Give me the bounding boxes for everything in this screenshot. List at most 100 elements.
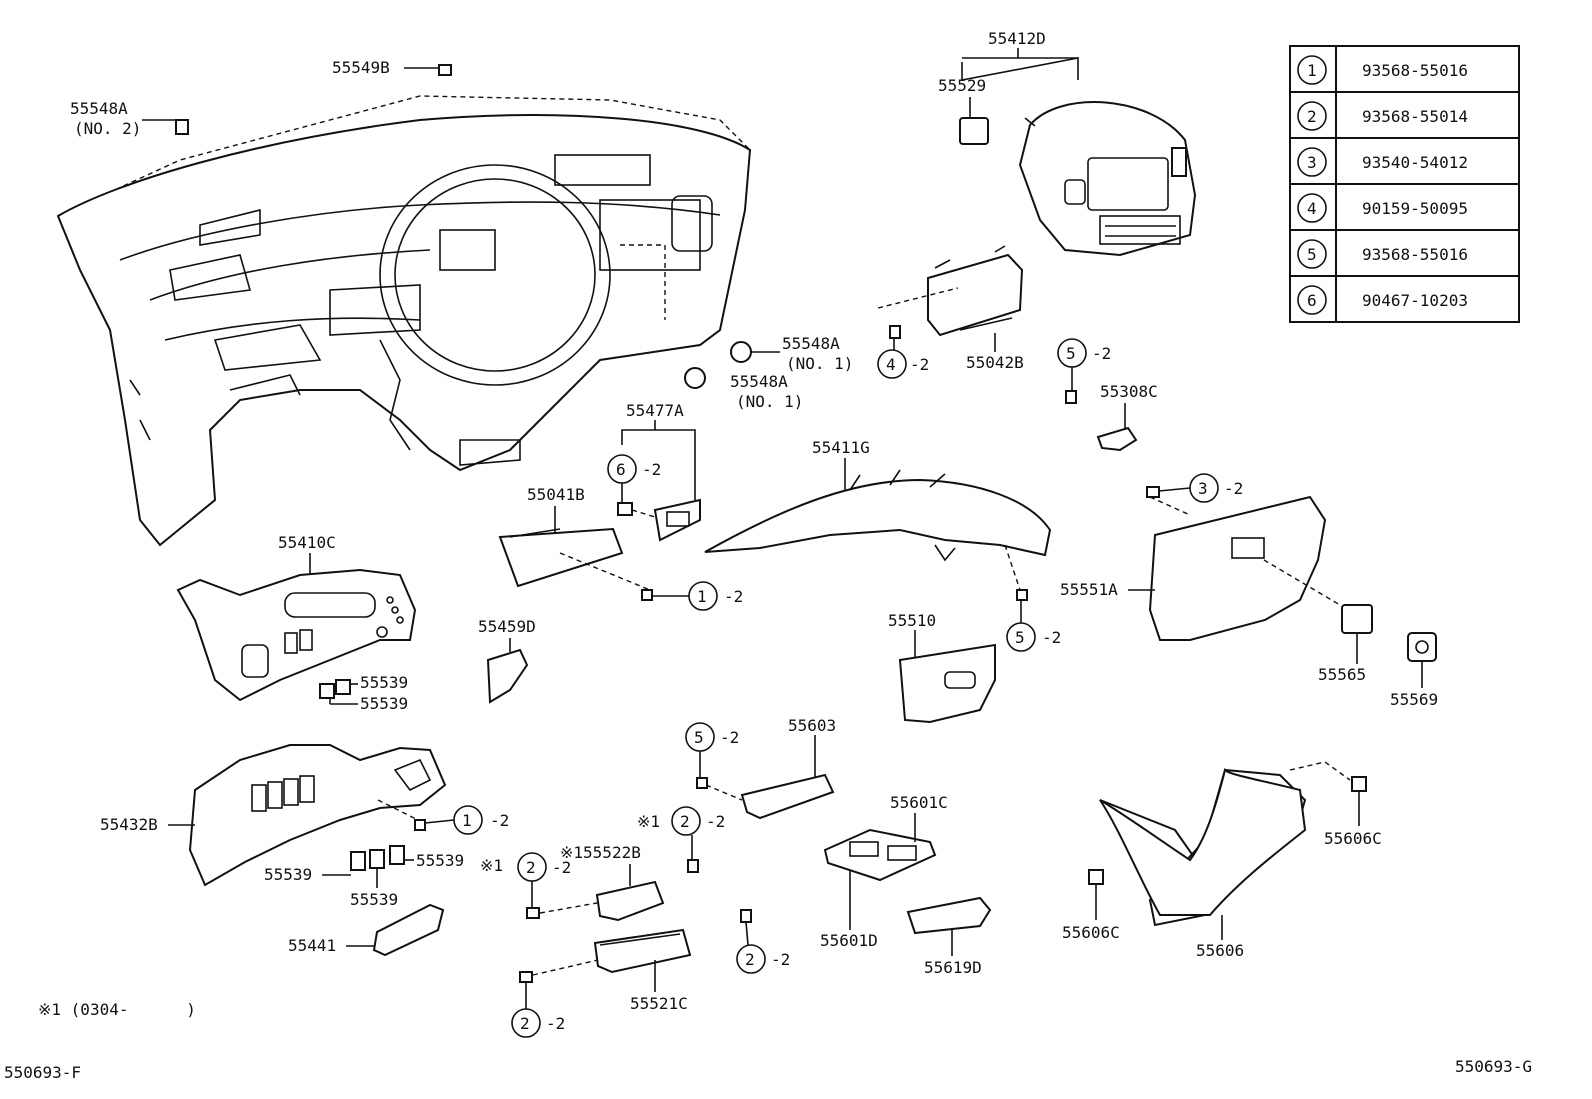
svg-text:※1: ※1 <box>480 856 503 875</box>
fastener-callouts: 4 -2 5 -2 6 -2 3 -2 1 -2 <box>424 338 1243 1038</box>
svg-text:2: 2 <box>745 950 755 969</box>
svg-text:93568-55016: 93568-55016 <box>1362 245 1468 264</box>
callout-55041B: 55041B <box>527 485 585 504</box>
svg-text:90159-50095: 90159-50095 <box>1362 199 1468 218</box>
callout-55601D: 55601D <box>820 931 878 950</box>
bracket-drawing <box>705 773 835 820</box>
callout-55548A-no1-a: 55548A <box>782 334 840 353</box>
svg-text:5: 5 <box>1066 344 1076 363</box>
callout-55539-a: 55539 <box>360 673 408 692</box>
callout-55459D: 55459D <box>478 617 536 636</box>
footnote: ※1 (0304- ) <box>38 1000 196 1019</box>
fastener-1-a: 1 -2 <box>652 581 743 611</box>
svg-text:5: 5 <box>1307 245 1317 264</box>
fastener-3: 3 -2 <box>1158 473 1243 503</box>
svg-text:2: 2 <box>1307 107 1317 126</box>
callout-55551A: 55551A <box>1060 580 1118 599</box>
svg-text:-2: -2 <box>720 728 739 747</box>
center-lower-panel-drawing <box>704 469 1052 591</box>
callout-55410C: 55410C <box>278 533 336 552</box>
svg-text:※1: ※1 <box>637 812 660 831</box>
fastener-2-a: ※1 2 -2 <box>637 806 725 860</box>
svg-text:6: 6 <box>1307 291 1317 310</box>
fastener-5-a: 5 -2 <box>1057 338 1111 391</box>
fastener-2-c: 2 -2 <box>736 921 790 974</box>
callout-55565: 55565 <box>1318 665 1366 684</box>
legend-table: 1 93568-55016 2 93568-55014 3 93540-5401… <box>1289 45 1520 323</box>
diagram-code-left: 550693-F <box>4 1063 81 1082</box>
callout-55529: 55529 <box>938 76 986 95</box>
svg-text:-2: -2 <box>1224 479 1243 498</box>
svg-text:93568-55016: 93568-55016 <box>1362 61 1468 80</box>
legend-row-3: 3 93540-54012 <box>1297 147 1468 177</box>
glove-box-lock-drawing <box>1341 604 1373 634</box>
svg-text:-2: -2 <box>910 355 929 374</box>
fastener-1-b: 1 -2 <box>424 805 509 835</box>
glove-box-knob-drawing <box>1407 632 1437 662</box>
coin-box-drawing <box>532 880 692 976</box>
svg-text:4: 4 <box>1307 199 1317 218</box>
svg-text:-2: -2 <box>724 587 743 606</box>
callout-55606: 55606 <box>1196 941 1244 960</box>
fastener-5-b: 5 -2 <box>1006 600 1061 652</box>
callout-55477A: 55477A <box>626 401 684 420</box>
svg-text:-2: -2 <box>706 812 725 831</box>
svg-text:-2: -2 <box>1092 344 1111 363</box>
svg-text:-2: -2 <box>490 811 509 830</box>
svg-text:90467-10203: 90467-10203 <box>1362 291 1468 310</box>
lower-left-panel-drawing <box>188 744 447 887</box>
svg-text:5: 5 <box>694 728 704 747</box>
svg-text:1: 1 <box>697 587 707 606</box>
center-cover-drawing <box>498 527 651 591</box>
svg-text:6: 6 <box>616 460 626 479</box>
svg-text:1: 1 <box>462 811 472 830</box>
callout-55411G: 55411G <box>812 438 870 457</box>
callout-55548A-no1-b-sub: (NO. 1) <box>736 392 803 411</box>
svg-text:-2: -2 <box>642 460 661 479</box>
callout-labels: 55549B 55548A (NO. 2) 55412D 55529 55548… <box>70 29 1438 1013</box>
fastener-icons <box>175 64 1367 983</box>
fastener-5-c: 5 -2 <box>685 722 739 778</box>
callout-55601C: 55601C <box>890 793 948 812</box>
legend-row-5: 5 93568-55016 <box>1297 239 1468 269</box>
fastener-2-b: ※1 2 -2 <box>480 852 571 908</box>
callout-55548A-no2-sub: (NO. 2) <box>74 119 141 138</box>
glove-box-drawing <box>1148 495 1341 641</box>
callout-55441: 55441 <box>288 936 336 955</box>
callout-55606C-a: 55606C <box>1324 829 1382 848</box>
svg-text:-2: -2 <box>552 858 571 877</box>
legend-row-1: 1 93568-55016 <box>1297 55 1468 85</box>
svg-text:3: 3 <box>1307 153 1317 172</box>
svg-text:93568-55014: 93568-55014 <box>1362 107 1468 126</box>
callout-55539-e: 55539 <box>416 851 464 870</box>
callout-55432B: 55432B <box>100 815 158 834</box>
callout-55606C-b: 55606C <box>1062 923 1120 942</box>
striker-drawing <box>1096 426 1138 452</box>
side-trim-drawing <box>486 648 529 704</box>
svg-text:-2: -2 <box>1042 628 1061 647</box>
svg-text:5: 5 <box>1015 628 1025 647</box>
instrument-panel-drawing <box>56 95 752 547</box>
callout-55308C: 55308C <box>1100 382 1158 401</box>
cluster-panel-drawing <box>959 57 1197 257</box>
pocket-drawing <box>898 643 996 724</box>
callout-55569: 55569 <box>1390 690 1438 709</box>
callout-55042B: 55042B <box>966 353 1024 372</box>
callout-55548A-no2: 55548A <box>70 99 128 118</box>
fastener-6: 6 -2 <box>607 454 661 503</box>
fastener-2-d: 2 -2 <box>511 982 565 1038</box>
callout-55412D: 55412D <box>988 29 1046 48</box>
svg-text:4: 4 <box>886 355 896 374</box>
callout-55603: 55603 <box>788 716 836 735</box>
cup-holder-drawing <box>823 828 937 882</box>
callout-55521C: 55521C <box>630 994 688 1013</box>
callout-55522B: ※155522B <box>560 843 641 862</box>
callout-55539-c: 55539 <box>264 865 312 884</box>
left-cluster-panel-drawing <box>176 568 417 702</box>
callout-55548A-no1-b: 55548A <box>730 372 788 391</box>
svg-text:1: 1 <box>1307 61 1317 80</box>
callout-55539-d: 55539 <box>350 890 398 909</box>
callout-55549B: 55549B <box>332 58 390 77</box>
switch-set-drawing <box>319 679 405 871</box>
